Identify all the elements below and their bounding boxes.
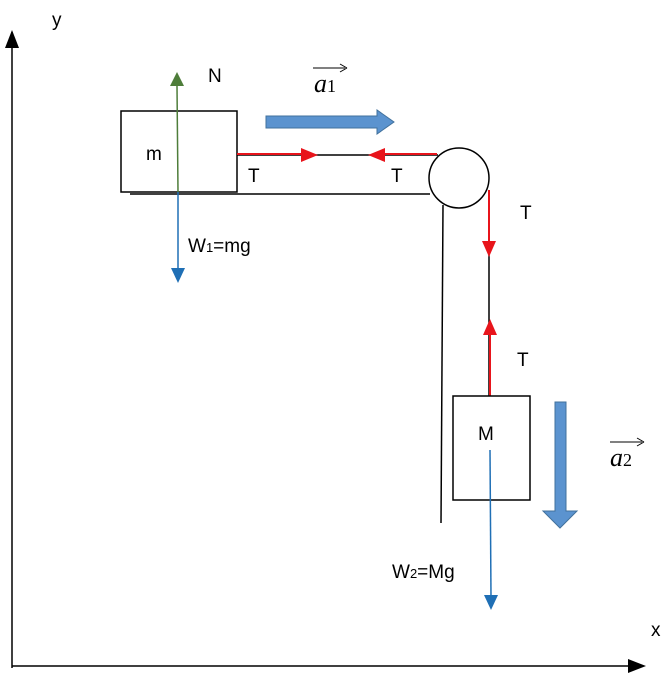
tension-label-4: T xyxy=(517,350,529,371)
weight2-arrowhead xyxy=(484,595,498,610)
weight2-label: W2=Mg xyxy=(392,562,455,583)
y-axis-label: y xyxy=(52,10,62,31)
acceleration-a2-label: a2 xyxy=(610,443,632,472)
tension-arrowhead-on-pulley xyxy=(368,148,385,162)
block-M xyxy=(452,395,531,501)
tension-label-3: T xyxy=(520,203,532,224)
a1-vector-bar-head xyxy=(339,63,348,73)
tension-arrowhead-down xyxy=(482,241,496,257)
block-m xyxy=(120,110,238,193)
tension-arrowhead-on-m xyxy=(301,148,318,162)
tension-label-2: T xyxy=(391,166,403,187)
acceleration-a2-arrow xyxy=(541,401,579,529)
weight2-arrow xyxy=(489,449,492,599)
table-edge xyxy=(440,204,444,524)
y-axis-arrowhead xyxy=(5,30,19,48)
weight1-label: W1=mg xyxy=(188,236,251,257)
acceleration-a1-label: a1 xyxy=(314,69,336,98)
x-axis-arrowhead xyxy=(628,659,646,673)
normal-force-arrow xyxy=(176,85,179,193)
acceleration-a1-arrow xyxy=(265,109,395,135)
weight1-arrowhead xyxy=(171,268,185,283)
block-m-label: m xyxy=(146,144,162,165)
a2-vector-bar-head xyxy=(636,437,645,447)
block-M-label: M xyxy=(478,424,494,445)
pulley xyxy=(428,147,490,209)
tension-label-1: T xyxy=(248,166,260,187)
normal-force-arrowhead xyxy=(170,72,184,86)
x-axis-label: x xyxy=(651,620,661,641)
tension-arrowhead-up xyxy=(483,319,497,335)
normal-force-label: N xyxy=(208,66,222,87)
